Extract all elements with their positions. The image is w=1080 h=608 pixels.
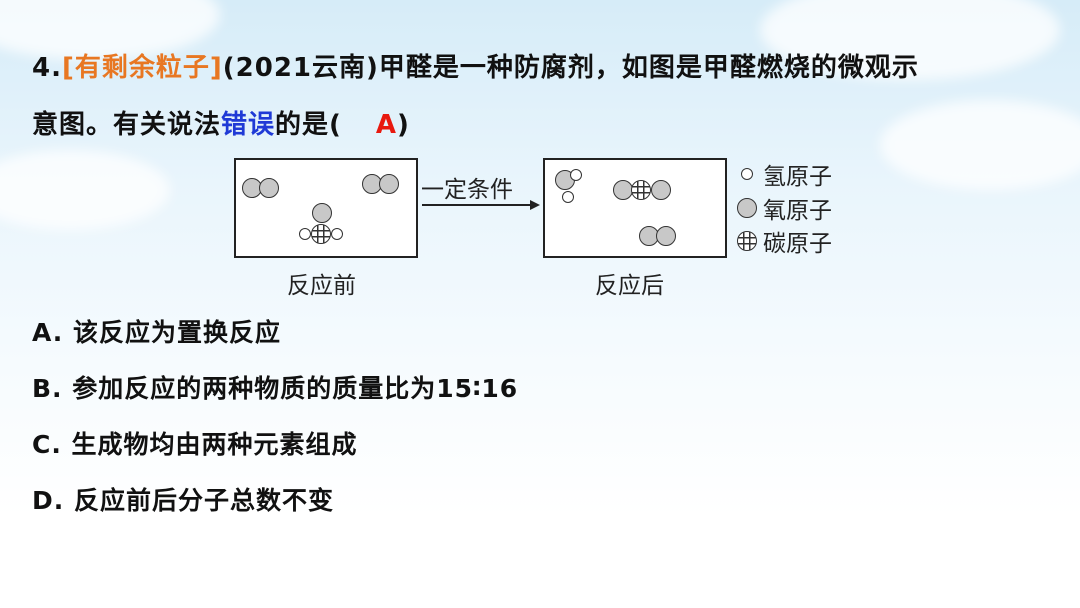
question-tag: [有剩余粒子] [61,53,223,83]
question-text-2: 意图。有关说法 [32,110,222,140]
carbon-atom-icon [311,224,331,244]
background-cloud [0,150,170,230]
after-reaction-box [543,158,727,258]
keyword-wrong: 错误 [221,110,276,140]
carbon-atom-icon [631,180,651,200]
hydrogen-atom-icon [331,228,343,240]
oxygen-atom-icon [656,226,676,246]
arrow-label: 一定条件 [421,177,513,203]
before-label: 反应前 [287,273,356,299]
legend-label-hydrogen: 氢原子 [763,164,832,190]
oxygen-atom-icon [737,198,757,218]
hydrogen-atom-icon [299,228,311,240]
legend-oxygen: 氧原子 [737,193,832,224]
hydrogen-atom-icon [570,169,582,181]
reaction-arrow-icon [422,200,540,210]
oxygen-atom-icon [259,178,279,198]
oxygen-atom-icon [651,180,671,200]
legend-label-carbon: 碳原子 [763,231,832,257]
option-d: D. 反应前后分子总数不变 [32,486,334,515]
option-b: B. 参加反应的两种物质的质量比为15∶16 [32,374,519,403]
close-paren: ) [397,110,410,140]
background-cloud [880,100,1080,190]
before-reaction-box [234,158,418,258]
legend-label-oxygen: 氧原子 [763,198,832,224]
question-line-2: 意图。有关说法错误的是( A) [32,104,410,141]
question-line-1: 4.[有剩余粒子](2021云南)甲醛是一种防腐剂，如图是甲醛燃烧的微观示 [32,47,919,84]
question-number: 4. [32,53,62,83]
background-cloud [760,0,1060,80]
oxygen-atom-icon [613,180,633,200]
question-text: (2021云南)甲醛是一种防腐剂，如图是甲醛燃烧的微观示 [222,53,919,83]
hydrogen-atom-icon [562,191,574,203]
option-a: A. 该反应为置换反应 [32,318,282,347]
legend-hydrogen: 氢原子 [737,159,832,190]
question-text-3: 的是( [275,110,342,140]
oxygen-atom-icon [379,174,399,194]
after-label: 反应后 [595,273,664,299]
legend-carbon: 碳原子 [737,226,832,257]
oxygen-atom-icon [312,203,332,223]
hydrogen-atom-icon [741,168,753,180]
carbon-atom-icon [737,231,757,251]
answer-letter: A [375,110,398,140]
option-c: C. 生成物均由两种元素组成 [32,430,358,459]
